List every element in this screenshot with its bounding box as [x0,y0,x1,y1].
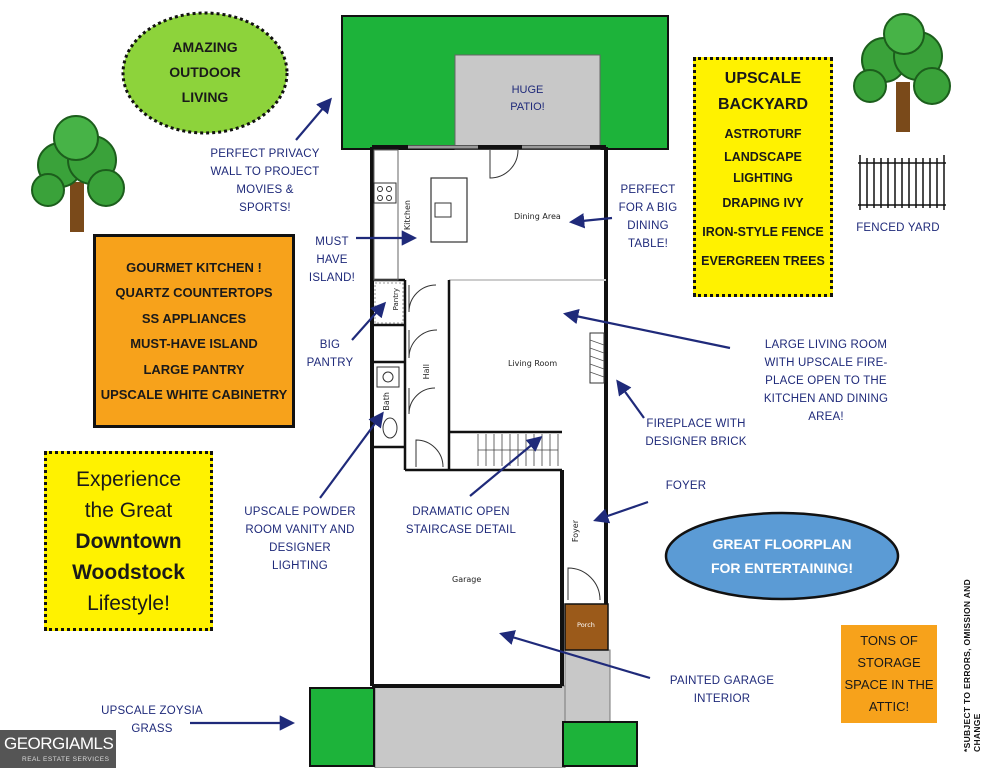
privacy-callout: PERFECT PRIVACY WALL TO PROJECT MOVIES &… [210,148,320,214]
patio [454,54,601,150]
staircase-callout: DRAMATIC OPEN STAIRCASE DETAIL [405,506,517,536]
staircase [477,434,559,466]
driveway [374,685,566,768]
room-label-porch: Porch [577,621,595,629]
lifestyle-callout: Experience the Great Downtown Woodstock … [44,451,213,631]
georgia-mls-logo: GEORGIAMLS REAL ESTATE SERVICES [0,730,116,768]
tree-icon-left [31,115,125,232]
fireplace [589,332,605,384]
zoysia-callout: UPSCALE ZOYSIA GRASS [101,705,203,735]
foyer-callout: FOYER [665,480,707,492]
callout-arrows [190,97,731,731]
tree-icon-right [853,13,951,132]
island-callout: MUST HAVE ISLAND! [308,236,356,284]
patio-label: HUGE PATIO! [510,84,545,113]
backyard-callout: UPSCALE BACKYARD ASTROTURF LANDSCAPE LIG… [693,57,833,297]
room-label-kitchen: Kitchen [403,200,412,231]
storage-callout: TONS OF STORAGE SPACE IN THE ATTIC! [841,625,937,723]
kitchen-callout: GOURMET KITCHEN ! QUARTZ COUNTERTOPS SS … [93,234,295,428]
fenced-yard-label: FENCED YARD [856,222,940,234]
pantry-callout: BIG PANTRY [306,339,354,369]
entertaining-ellipse [664,511,900,601]
garage-callout: PAINTED GARAGE INTERIOR [669,675,775,705]
fence-icon [858,155,946,210]
room-label-dining: Dining Area [514,212,561,221]
entertaining-callout: GREAT FLOORPLAN FOR ENTERTAINING! [710,536,854,576]
room-label-bath: Bath [382,392,391,411]
front-grass-right [562,721,638,767]
interior-walls [372,278,606,472]
room-label-garage: Garage [452,575,482,584]
outdoor-ellipse [121,11,289,135]
room-label-hall: Hall [422,364,431,380]
disclaimer: *SUBJECT TO ERRORS, OMISSION AND CHANGE [962,578,982,752]
porch [564,603,609,651]
walkway [564,649,611,723]
room-label-foyer: Foyer [571,520,580,543]
dining-table-callout: PERFECT FOR A BIG DINING TABLE! [618,184,678,250]
powder-room-callout: UPSCALE POWDER ROOM VANITY AND DESIGNER … [244,506,356,572]
room-label-pantry: Pantry [392,288,400,311]
outdoor-living-callout: AMAZING OUTDOOR LIVING [169,39,241,105]
front-grass-left [309,687,375,767]
living-room-callout: LARGE LIVING ROOM WITH UPSCALE FIRE- PLA… [763,339,889,423]
room-label-living: Living Room [508,359,558,368]
kitchen-island [430,177,468,243]
fireplace-callout: FIREPLACE WITH DESIGNER BRICK [645,418,747,448]
